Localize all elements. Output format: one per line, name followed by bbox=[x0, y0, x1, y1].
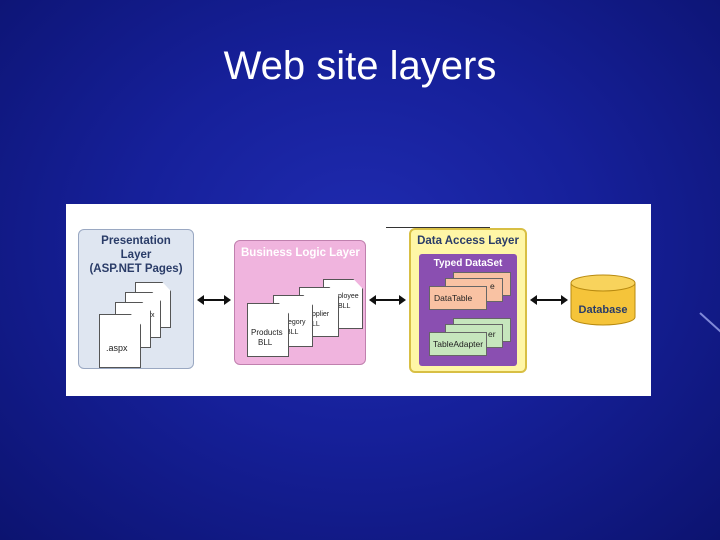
dal-title: Data Access Layer bbox=[417, 235, 519, 247]
tableadapter-label: TableAdapter bbox=[433, 339, 484, 349]
dal-database-arrow bbox=[530, 295, 568, 305]
bll-doc-line2: BLL bbox=[258, 338, 273, 347]
slide-title: Web site layers bbox=[223, 44, 497, 88]
bll-doc-line1: pplier bbox=[312, 311, 330, 318]
bll-title: Business Logic Layer bbox=[241, 247, 360, 259]
data-access-layer-box: Data Access Layer Typed DataSet e DataTa… bbox=[409, 228, 527, 373]
page-document-label: .aspx bbox=[106, 343, 128, 353]
database-cylinder: Database bbox=[569, 274, 637, 326]
tableadapter-back-label: er bbox=[488, 329, 496, 339]
bll-doc-line2: LL bbox=[312, 321, 320, 328]
page-document-label: x bbox=[151, 312, 155, 319]
presentation-title-line1: Presentation bbox=[101, 235, 171, 247]
presentation-bll-arrow bbox=[197, 295, 231, 305]
database-icon bbox=[570, 274, 636, 326]
datatable-back-label: e bbox=[490, 281, 495, 291]
business-logic-layer-box: Business Logic Layer ployee BLL pplier L… bbox=[234, 240, 366, 365]
bll-document-icon: Products BLL bbox=[247, 303, 289, 357]
bll-dal-arrow bbox=[369, 295, 406, 305]
bll-doc-line2: BLL bbox=[286, 329, 299, 336]
database-label: Database bbox=[578, 304, 628, 316]
presentation-title-line2: Layer bbox=[120, 249, 152, 261]
presentation-layer-box: Presentation Layer (ASP.NET Pages) x .as… bbox=[78, 229, 194, 369]
bll-doc-line1: ployee bbox=[338, 293, 359, 300]
decorative-line bbox=[699, 312, 720, 334]
datatable-card: DataTable bbox=[429, 286, 487, 310]
presentation-layer-title: Presentation Layer (ASP.NET Pages) bbox=[79, 234, 193, 276]
bll-doc-line1: tegory bbox=[286, 319, 306, 326]
bll-doc-line2: BLL bbox=[338, 303, 351, 310]
top-connector-line bbox=[386, 227, 490, 228]
presentation-title-line3: (ASP.NET Pages) bbox=[89, 263, 183, 275]
bll-doc-line1: Products bbox=[251, 328, 283, 337]
tableadapter-card: TableAdapter bbox=[429, 332, 487, 356]
typed-dataset-box: Typed DataSet e DataTable er TableAdapte… bbox=[419, 254, 517, 366]
architecture-diagram: Presentation Layer (ASP.NET Pages) x .as… bbox=[66, 204, 651, 396]
page-document-icon: .aspx bbox=[99, 314, 141, 368]
typed-dataset-label: Typed DataSet bbox=[433, 258, 503, 269]
datatable-label: DataTable bbox=[434, 293, 473, 303]
